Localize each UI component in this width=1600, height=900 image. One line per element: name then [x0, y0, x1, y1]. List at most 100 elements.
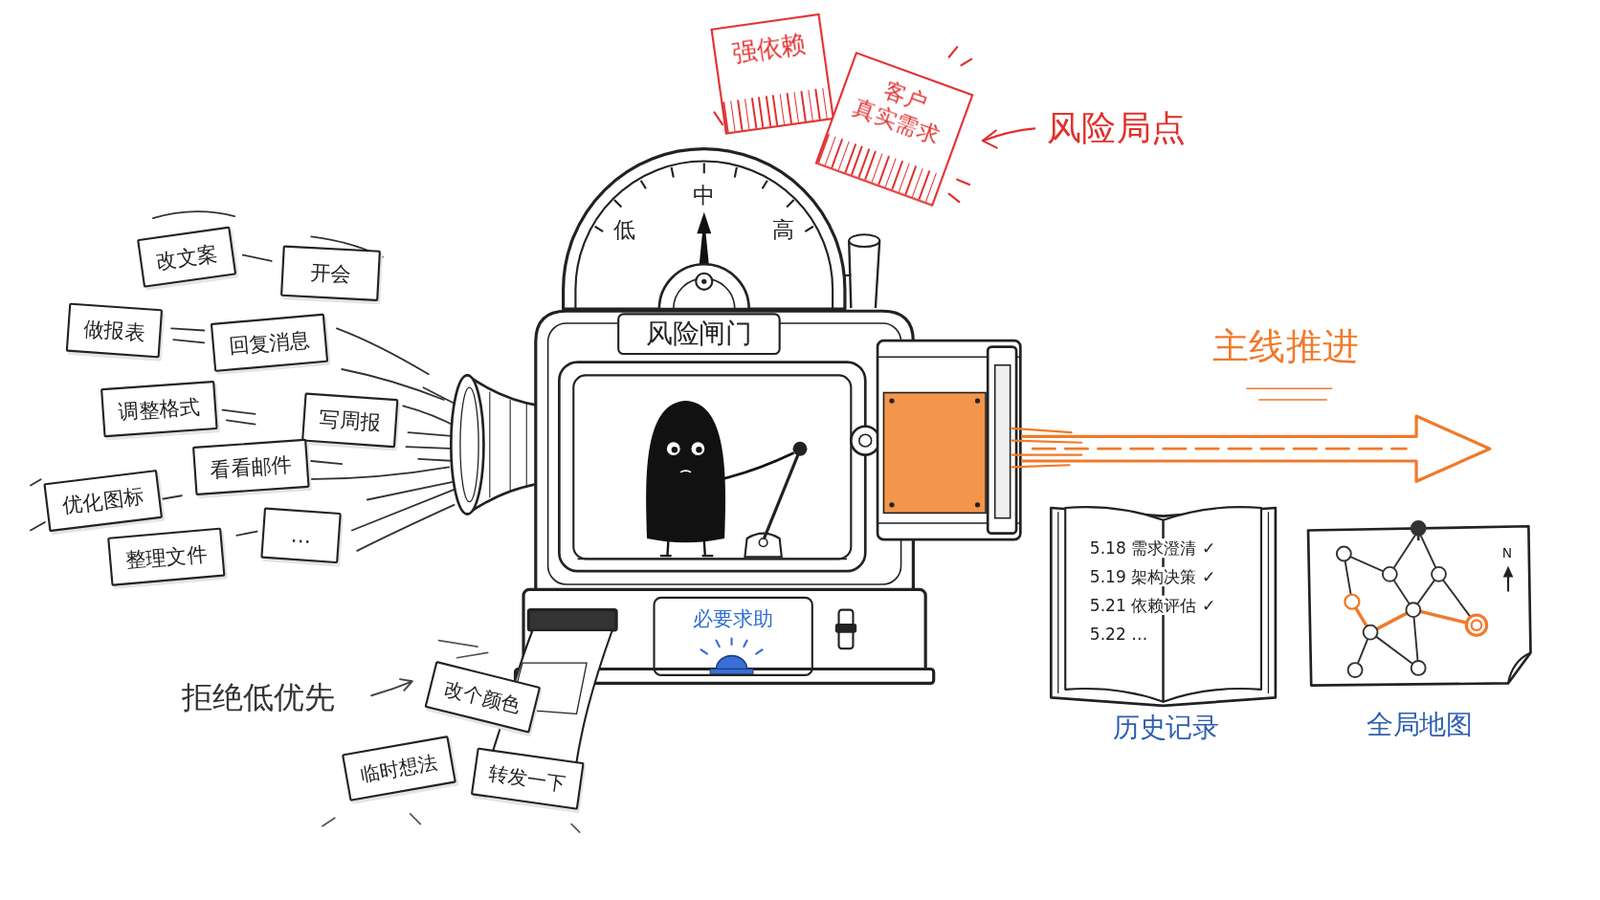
risk-gauge	[673, 278, 735, 310]
wind-lines	[306, 466, 449, 480]
output-chute	[877, 340, 1021, 540]
global-map-art	[1431, 567, 1446, 582]
log-entry: 5.19 架构决策 ✓	[1089, 567, 1216, 587]
little-guard	[793, 442, 808, 457]
wind-lines	[336, 328, 429, 375]
caption: 历史记录	[1056, 711, 1276, 744]
task-slip: 写周报	[301, 392, 399, 448]
node-text: 回复消息	[227, 327, 312, 359]
help-panel: 必要求助	[652, 597, 813, 677]
global-map-art	[1336, 547, 1352, 562]
little-guard	[660, 540, 713, 556]
gate-window	[577, 558, 848, 561]
risk-gauge	[844, 274, 851, 277]
wind-lines	[418, 459, 455, 462]
main-arrow	[1032, 447, 1406, 451]
little-guard	[763, 455, 799, 542]
wind-lines	[352, 489, 455, 532]
wind-lines	[30, 522, 45, 532]
little-guard	[645, 400, 807, 557]
output-chute	[888, 398, 894, 403]
side-knob	[850, 426, 880, 456]
risk-paper: 客户 真实需求	[815, 51, 974, 207]
help-light	[710, 669, 754, 675]
output-chute	[883, 393, 986, 514]
global-map-art	[1503, 566, 1514, 578]
machine-nameplate: 风险闸门	[617, 312, 781, 356]
side-knob	[859, 434, 872, 447]
wind-lines	[222, 410, 255, 415]
history-book-art	[1058, 511, 1269, 702]
flow-label: 主线推进	[1212, 324, 1360, 369]
wind-lines	[157, 495, 182, 500]
gauge-mark: 中	[692, 182, 715, 210]
log-entry: 5.22 …	[1089, 624, 1148, 645]
wind-lines	[30, 211, 460, 552]
north-mark: N	[1502, 545, 1512, 562]
gate-window	[558, 362, 866, 573]
wind-lines	[153, 211, 235, 219]
task-slip: 优化图标	[43, 469, 163, 533]
input-funnel	[489, 391, 527, 498]
risk-gauge	[563, 149, 845, 310]
little-guard	[645, 400, 726, 543]
input-funnel	[460, 387, 479, 502]
node-text: 客户 真实需求	[846, 67, 956, 152]
main-arrow	[1012, 388, 1490, 482]
task-slip: 看看邮件	[192, 439, 311, 496]
global-map-art	[1343, 530, 1477, 670]
node-text: 改个颜色	[442, 676, 524, 718]
log-entry: 5.21 依赖评估 ✓	[1089, 596, 1216, 616]
node-text: 强依赖	[730, 29, 807, 69]
global-map-art	[1382, 567, 1398, 582]
node-text: 做报表	[83, 315, 147, 345]
little-guard	[758, 538, 768, 548]
risk-gauge	[659, 264, 750, 310]
risk-marks	[982, 130, 998, 148]
risk-gauge	[848, 234, 880, 247]
side-knob	[850, 426, 880, 456]
machine-body	[535, 311, 914, 592]
risk-gauge	[575, 160, 833, 310]
gate-window	[558, 362, 866, 573]
caption: 全局地图	[1306, 709, 1534, 741]
help-light	[716, 656, 748, 670]
node-text: 临时想法	[358, 750, 440, 787]
wind-lines	[226, 420, 256, 424]
task-slip: 开会	[280, 244, 381, 302]
wind-lines	[311, 461, 342, 465]
wind-lines	[243, 255, 272, 262]
callout-label: 拒绝低优先	[181, 679, 335, 716]
node-text: 开会	[310, 260, 353, 288]
global-map-art	[1471, 620, 1483, 631]
output-chute	[877, 356, 1021, 524]
node-text: 改文案	[155, 241, 220, 274]
global-map-art	[1344, 595, 1359, 610]
risk-gauge	[848, 241, 880, 309]
node-text: 整理文件	[124, 541, 208, 574]
risk-marks	[949, 179, 970, 202]
input-funnel	[450, 375, 541, 514]
wind-lines	[356, 505, 454, 552]
main-arrow	[1022, 416, 1489, 482]
gate-machine: 风险闸门必要求助	[523, 309, 926, 684]
wind-lines	[367, 481, 456, 500]
gauge-mark: 高	[772, 217, 795, 245]
task-slip: 回复消息	[210, 313, 329, 373]
task-slip: 改文案	[136, 226, 237, 289]
task-slip: 整理文件	[107, 528, 225, 587]
history-book: 5.18 需求澄清 ✓ 5.19 架构决策 ✓ 5.21 依赖评估 ✓ 5.22 … 历…	[1056, 514, 1276, 750]
wind-lines	[236, 532, 257, 536]
reject-strip	[322, 630, 613, 833]
callout-label: 风险局点	[1046, 107, 1186, 150]
global-map-art	[1411, 661, 1426, 676]
wind-lines	[408, 432, 458, 437]
little-guard	[671, 446, 678, 453]
risk-gauge	[695, 273, 712, 290]
log-entry: 5.18 需求澄清 ✓	[1089, 538, 1216, 558]
machine-body	[548, 323, 902, 585]
wind-lines	[341, 369, 445, 400]
global-map: N 全局地图	[1306, 525, 1534, 751]
risk-gauge	[563, 149, 881, 310]
